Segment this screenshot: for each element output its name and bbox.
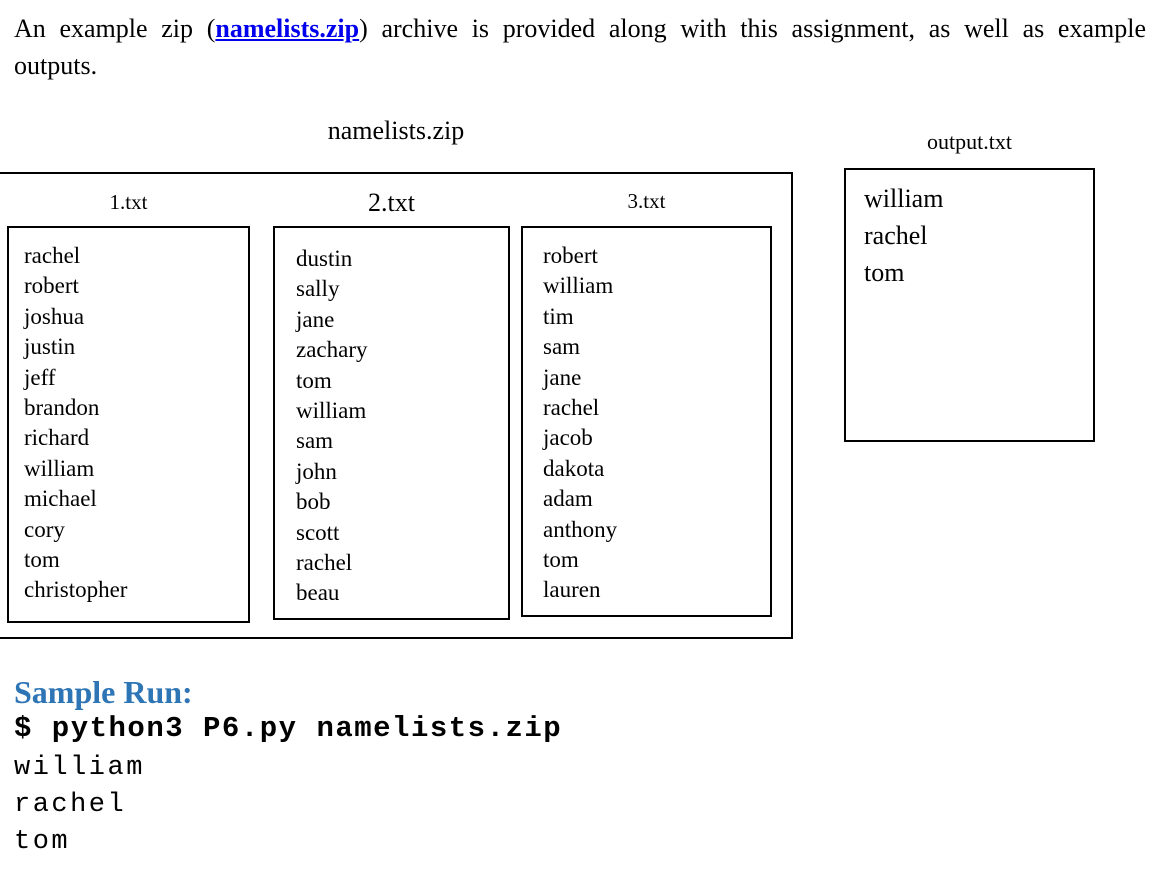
zip-archive-box [0,172,793,639]
list-line: tim [543,303,574,329]
list-line: michael [24,486,97,512]
list-line: rachel [14,790,127,820]
output-file-box: william rachel tom [844,168,1095,442]
terminal-output: william rachel tom [14,750,145,861]
terminal-command: $ python3 P6.py namelists.zip [14,712,563,745]
list-line: william [543,273,614,299]
list-line: william [14,753,145,783]
list-line: jacob [543,425,593,451]
file-label-1txt: 1.txt [109,190,148,214]
intro-text-after: ) archive is provided along with this as… [14,14,1146,80]
intro-paragraph: An example zip (namelists.zip) archive i… [14,10,1146,84]
list-line: scott [296,519,340,545]
file-box-3txt: robert william tim sam jane rachel jacob dakota… [521,226,772,617]
list-line: richard [24,425,90,451]
list-line: justin [24,334,76,360]
list-line: christopher [24,577,128,603]
list-line: tom [864,258,905,287]
list-line: anthony [543,516,618,542]
list-line: zachary [296,337,368,363]
list-line: beau [296,580,340,606]
namelists-zip-link[interactable]: namelists.zip [215,14,360,43]
list-line: adam [543,486,593,512]
list-line: tom [14,827,71,857]
list-line: brandon [24,395,100,421]
list-line: jeff [24,364,56,390]
list-line: cory [24,516,65,542]
list-line: jane [296,306,335,332]
list-line: joshua [24,303,85,329]
list-line: robert [543,243,598,268]
list-line: dustin [296,246,353,271]
list-line: rachel [864,221,928,250]
list-line: william [24,455,95,481]
sample-run-heading: Sample Run: [14,674,193,710]
zip-archive-title: namelists.zip [327,116,465,145]
list-line: rachel [296,550,353,576]
output-file-label: output.txt [927,129,1012,154]
list-line: sam [296,428,334,454]
list-line: jane [543,364,582,390]
file-box-2txt: dustin sally jane zachary tom william sam john b… [273,226,510,620]
list-line: rachel [543,395,600,421]
list-line: sally [296,276,340,302]
list-line: william [864,184,944,213]
list-line: john [296,458,337,484]
list-line: robert [24,273,79,299]
list-line: tom [296,367,332,393]
file-label-2txt: 2.txt [368,188,415,217]
list-line: dakota [543,455,605,481]
list-line: rachel [24,243,81,268]
list-line: tom [543,547,579,573]
list-line: sam [543,334,581,360]
file-label-3txt: 3.txt [627,189,666,213]
intro-text-before: An example zip ( [14,14,216,43]
file-box-1txt: rachel robert joshua justin jeff brandon richa… [7,226,250,623]
list-line: william [296,398,367,424]
list-line: bob [296,489,331,515]
list-line: lauren [543,577,601,603]
list-line: tom [24,547,60,573]
